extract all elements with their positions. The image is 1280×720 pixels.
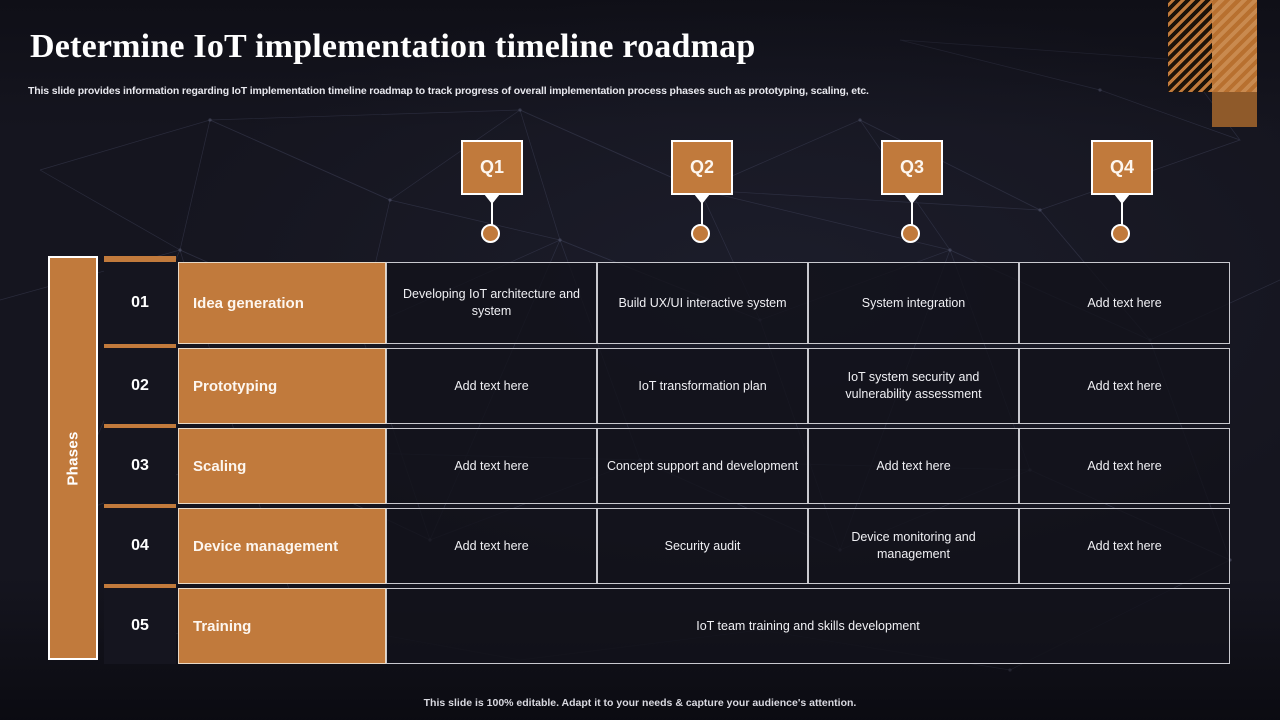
quarter-node-dot-icon <box>691 224 710 243</box>
quarter-pointer-icon <box>694 194 710 204</box>
row-number: 03 <box>104 428 176 504</box>
quarter-marker-q2[interactable]: Q2 <box>671 140 733 245</box>
cell-q3[interactable]: IoT system security and vulnerability as… <box>808 348 1019 424</box>
quarter-pointer-icon <box>904 194 920 204</box>
quarter-connector-line <box>1121 202 1123 227</box>
cell-q2[interactable]: Concept support and development <box>597 428 808 504</box>
row-number: 04 <box>104 508 176 584</box>
corner-accent-block-top <box>1212 0 1257 92</box>
cell-q3[interactable]: Device monitoring and management <box>808 508 1019 584</box>
phases-side-bar: Phases <box>48 256 98 660</box>
quarter-label-box: Q4 <box>1091 140 1153 195</box>
cell-q3[interactable]: System integration <box>808 262 1019 344</box>
row-phase-name: Idea generation <box>178 262 386 344</box>
cell-q4[interactable]: Add text here <box>1019 262 1230 344</box>
row-phase-name: Device management <box>178 508 386 584</box>
cell-q4[interactable]: Add text here <box>1019 508 1230 584</box>
page-subtitle: This slide provides information regardin… <box>28 85 869 97</box>
cell-q3[interactable]: Add text here <box>808 428 1019 504</box>
footer-note: This slide is 100% editable. Adapt it to… <box>423 697 857 709</box>
table-row[interactable]: 02 Prototyping Add text here IoT transfo… <box>104 348 1230 424</box>
quarter-connector-line <box>701 202 703 227</box>
cell-q2[interactable]: Security audit <box>597 508 808 584</box>
quarter-pointer-icon <box>484 194 500 204</box>
page-title: Determine IoT implementation timeline ro… <box>30 28 756 65</box>
cell-q4[interactable]: Add text here <box>1019 428 1230 504</box>
cell-q2[interactable]: IoT transformation plan <box>597 348 808 424</box>
quarter-pointer-icon <box>1114 194 1130 204</box>
roadmap-table: 01 Idea generation Developing IoT archit… <box>104 262 1230 664</box>
corner-striped-block <box>1168 0 1212 92</box>
table-row[interactable]: 04 Device management Add text here Secur… <box>104 508 1230 584</box>
table-row[interactable]: 01 Idea generation Developing IoT archit… <box>104 262 1230 344</box>
quarter-node-dot-icon <box>1111 224 1130 243</box>
row-number: 05 <box>104 588 176 664</box>
quarter-label-box: Q2 <box>671 140 733 195</box>
quarter-label-box: Q3 <box>881 140 943 195</box>
table-row[interactable]: 05 Training IoT team training and skills… <box>104 588 1230 664</box>
quarter-marker-q1[interactable]: Q1 <box>461 140 523 245</box>
row-number: 01 <box>104 262 176 344</box>
row-phase-name: Scaling <box>178 428 386 504</box>
cell-q1[interactable]: Add text here <box>386 508 597 584</box>
quarter-marker-q3[interactable]: Q3 <box>881 140 943 245</box>
row-phase-name: Training <box>178 588 386 664</box>
quarter-connector-line <box>911 202 913 227</box>
corner-accent-block-bottom <box>1212 92 1257 127</box>
quarter-marker-q4[interactable]: Q4 <box>1091 140 1153 245</box>
cell-merged-all-quarters[interactable]: IoT team training and skills development <box>386 588 1230 664</box>
cell-q1[interactable]: Add text here <box>386 348 597 424</box>
phases-side-label: Phases <box>64 430 82 486</box>
row-number: 02 <box>104 348 176 424</box>
cell-q1[interactable]: Add text here <box>386 428 597 504</box>
quarter-connector-line <box>491 202 493 227</box>
quarter-node-dot-icon <box>901 224 920 243</box>
cell-q4[interactable]: Add text here <box>1019 348 1230 424</box>
table-row[interactable]: 03 Scaling Add text here Concept support… <box>104 428 1230 504</box>
cell-q1[interactable]: Developing IoT architecture and system <box>386 262 597 344</box>
quarter-node-dot-icon <box>481 224 500 243</box>
quarter-label-box: Q1 <box>461 140 523 195</box>
row-phase-name: Prototyping <box>178 348 386 424</box>
cell-q2[interactable]: Build UX/UI interactive system <box>597 262 808 344</box>
